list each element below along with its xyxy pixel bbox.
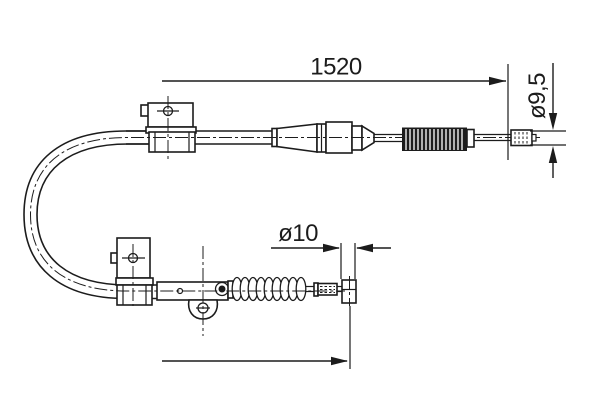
barrel-nub (531, 133, 537, 142)
upper-sleeve (148, 131, 196, 153)
end-diameter-label: ø9,5 (524, 73, 551, 119)
dimension-end-diameter: ø9,5 (524, 63, 566, 178)
mount-dia-arrow-right (323, 243, 340, 253)
length-label: 1520 (310, 54, 362, 81)
lower-spring-assembly (227, 276, 357, 306)
end-dia-arrow-up (548, 146, 558, 163)
dimension-mount-diameter: ø10 (271, 220, 391, 279)
boot-collar (466, 128, 475, 148)
end-dia-arrow-down (548, 113, 558, 130)
boot-ribs (405, 129, 463, 150)
upper-bracket (140, 96, 197, 162)
upper-spring-boot (402, 127, 467, 151)
housing-outer-line (23, 130, 150, 300)
dimension-bottom (162, 306, 351, 369)
bottom-arrowhead (331, 356, 348, 366)
cable-housing-curve (23, 130, 150, 300)
threaded-rod (317, 282, 338, 296)
mount-dia-arrow-left (356, 243, 373, 253)
coil-spring (231, 276, 307, 302)
upper-cable-end (466, 128, 537, 148)
lower-bracket-flange (115, 277, 154, 286)
lower-sleeve (116, 284, 153, 306)
length-arrowhead (489, 76, 506, 86)
arm-bolt-inner (218, 285, 226, 293)
mount-diameter-label: ø10 (278, 220, 318, 247)
dimension-length: 1520 (162, 54, 509, 160)
lower-bracket (110, 237, 154, 306)
end-barrel (510, 129, 533, 147)
cable-centerline (29, 137, 540, 292)
housing-inner-line (36, 143, 150, 286)
